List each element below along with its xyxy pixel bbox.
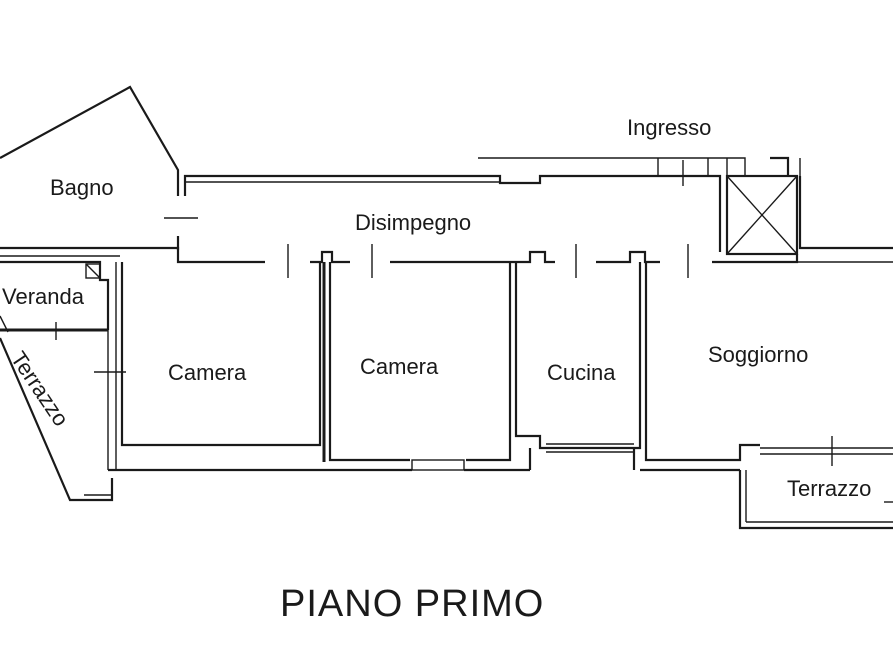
disimpegno-north-wall: [183, 157, 746, 252]
soggiorno-walls: [640, 262, 893, 472]
bagno-walls: [0, 85, 198, 250]
label-veranda: Veranda: [2, 284, 85, 309]
right-terrace-walls: [738, 470, 893, 530]
left-terrace-walls: [0, 337, 114, 502]
label-soggiorno: Soggiorno: [708, 342, 808, 367]
label-ingresso: Ingresso: [627, 115, 711, 140]
label-terrazzo-left: Terrazzo: [6, 347, 74, 431]
label-disimpegno: Disimpegno: [355, 210, 471, 235]
camera-2-walls: [320, 262, 530, 472]
label-camera-1: Camera: [168, 360, 247, 385]
corridor-south-wall: [0, 176, 893, 278]
veranda-walls: [0, 260, 110, 340]
cucina-walls: [514, 262, 642, 470]
label-bagno: Bagno: [50, 175, 114, 200]
label-camera-2: Camera: [360, 354, 439, 379]
label-terrazzo-right: Terrazzo: [787, 476, 871, 501]
label-cucina: Cucina: [547, 360, 616, 385]
camera-1-walls: [94, 262, 322, 472]
shaft-box: [725, 156, 801, 256]
plan-title: PIANO PRIMO: [280, 583, 544, 625]
